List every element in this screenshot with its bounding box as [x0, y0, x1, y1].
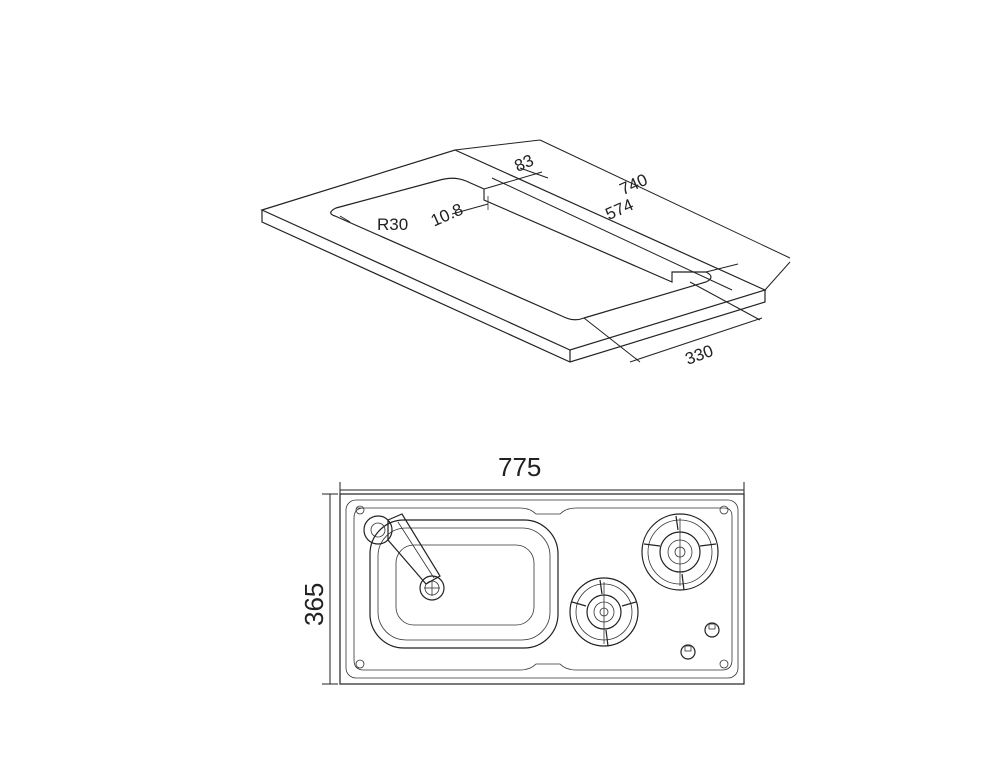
dim-r30: R30	[377, 215, 408, 234]
hob-frame-outer	[339, 493, 745, 685]
dim-10-8: 10.8	[428, 200, 466, 231]
hob-frame-inner	[345, 499, 739, 679]
control-knob-2	[680, 644, 696, 660]
faucet	[363, 513, 441, 585]
burner-large	[641, 513, 719, 591]
worktop-slab-edge	[261, 210, 766, 363]
sink-basin	[369, 519, 559, 649]
drain	[419, 575, 445, 601]
dim-330: 330	[683, 341, 716, 369]
cutout-drawing: 740 574 83 10.8 R30 330	[260, 139, 791, 369]
dim-740: 740	[617, 170, 651, 199]
plan-view: 775 365	[299, 452, 745, 685]
dim-365: 365	[299, 583, 329, 626]
cutout-opening	[330, 177, 712, 321]
control-knob-1	[704, 622, 720, 638]
dim-574: 574	[603, 195, 637, 224]
dim-775: 775	[498, 452, 541, 482]
burner-small	[569, 577, 639, 647]
